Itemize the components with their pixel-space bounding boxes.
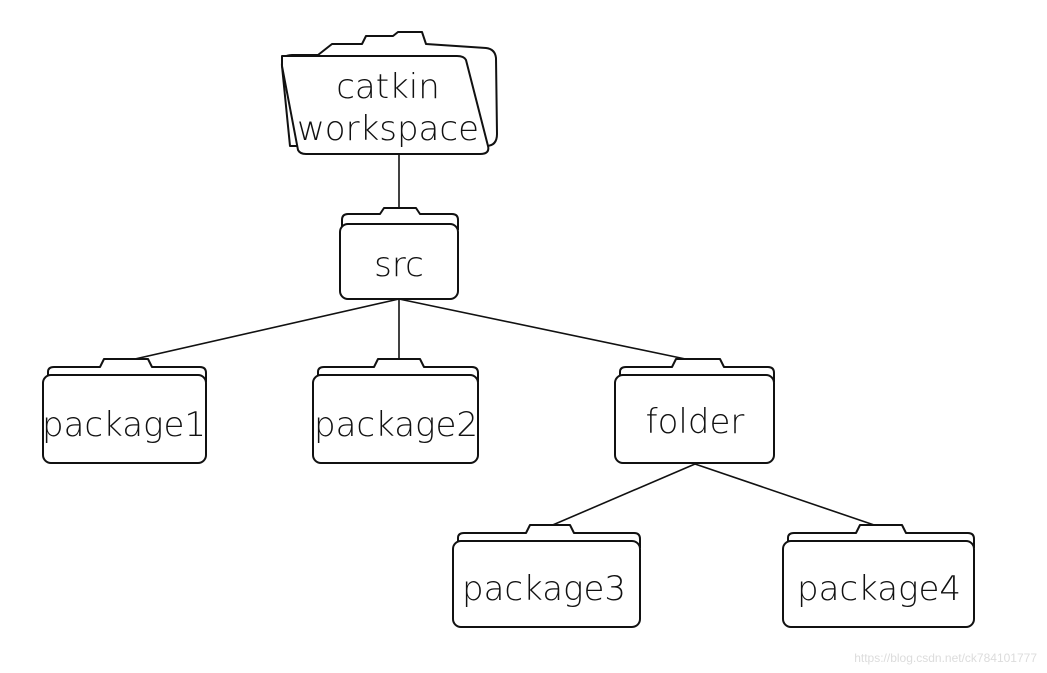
- node-label-folder: folder: [646, 402, 745, 442]
- folder-body-icon: [339, 223, 459, 300]
- node-package2: package2: [312, 358, 479, 464]
- node-catkin-workspace: catkin workspace: [280, 31, 498, 155]
- node-package3: package3: [452, 524, 641, 628]
- edge-folder-package4: [694, 463, 881, 528]
- edges: [125, 146, 881, 528]
- folder-body-icon: [312, 374, 479, 464]
- node-label-package3: package3: [462, 569, 626, 609]
- node-label-workspace: workspace: [297, 109, 479, 149]
- node-label-package4: package4: [797, 569, 961, 609]
- node-folder: folder: [614, 358, 775, 464]
- node-label-src: src: [374, 245, 424, 285]
- open-folder-front-icon: [281, 55, 490, 155]
- node-label-package1: package1: [42, 405, 206, 445]
- folder-body-icon: [452, 540, 641, 628]
- edge-folder-package3: [547, 463, 696, 528]
- folder-body-icon: [782, 540, 975, 628]
- node-src: src: [339, 207, 459, 300]
- folder-body-icon: [42, 374, 207, 464]
- node-label-catkin: catkin: [336, 67, 440, 107]
- folder-body-icon: [614, 374, 775, 464]
- node-label-package2: package2: [314, 405, 478, 445]
- node-package4: package4: [782, 524, 975, 628]
- edge-src-package1: [125, 298, 400, 362]
- edge-src-folder: [398, 298, 696, 362]
- watermark: https://blog.csdn.net/ck784101777: [854, 651, 1037, 665]
- node-package1: package1: [42, 358, 207, 464]
